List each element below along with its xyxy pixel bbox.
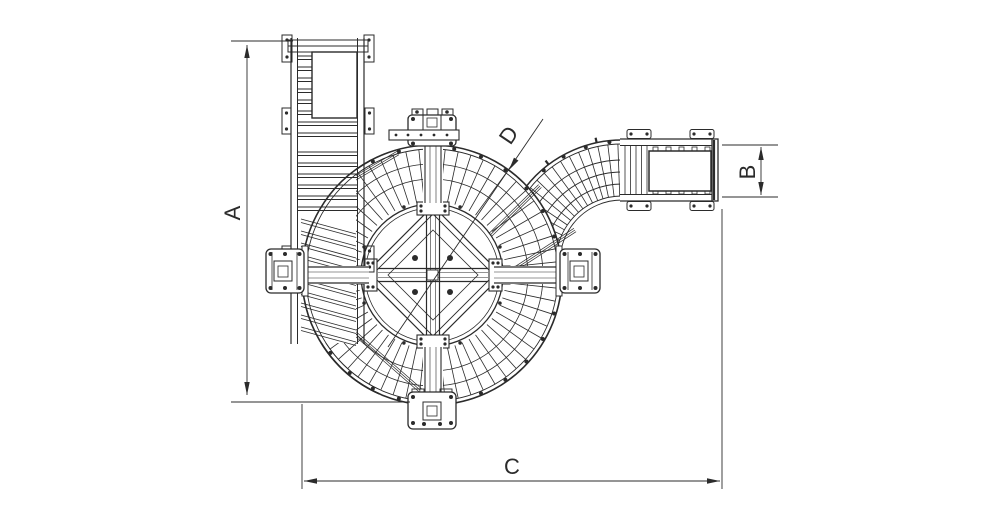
dim-label-b: B (735, 165, 760, 180)
dim-label-d: D (494, 121, 524, 148)
dim-label-a: A (220, 205, 245, 220)
dim-label-c: C (504, 454, 520, 479)
outfeed-straight-conveyor (620, 129, 720, 211)
dimension-annotations: A B C D (220, 40, 778, 489)
bearing-blocks (265, 108, 601, 430)
drive-shafts (303, 146, 562, 394)
infeed-conveyor (281, 34, 380, 395)
